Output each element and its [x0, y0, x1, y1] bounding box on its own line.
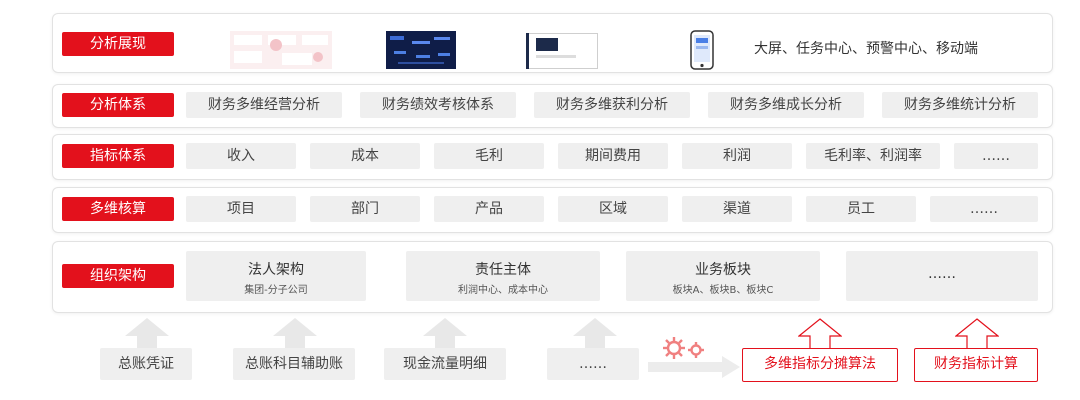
accounting-item: 员工	[806, 196, 916, 222]
org-item-responsibility: 责任主体 利润中心、成本中心	[406, 251, 600, 301]
accounting-tag: 多维核算	[62, 197, 174, 221]
accounting-item: 部门	[310, 196, 420, 222]
source-cashflow-detail: 现金流量明细	[384, 348, 506, 380]
up-arrow-outline-icon	[955, 318, 999, 350]
source-more: ……	[547, 348, 639, 380]
accounting-item: 产品	[434, 196, 544, 222]
accounting-item: 项目	[186, 196, 296, 222]
indicator-item: 期间费用	[558, 143, 668, 169]
accounting-item: ……	[930, 196, 1038, 222]
org-item-legal: 法人架构 集团-分子公司	[186, 251, 366, 301]
org-item-sub: 利润中心、成本中心	[458, 285, 548, 296]
org-item-more: ……	[846, 251, 1038, 301]
analysis-item: 财务绩效考核体系	[360, 92, 516, 118]
accounting-item: 区域	[558, 196, 668, 222]
indicator-tag: 指标体系	[62, 144, 174, 168]
org-item-title: 责任主体	[475, 262, 531, 278]
source-gl-voucher: 总账凭证	[100, 348, 192, 380]
up-arrow-icon	[423, 318, 467, 350]
org-item-segment: 业务板块 板块A、板块B、板块C	[626, 251, 820, 301]
phone-icon	[690, 30, 714, 70]
source-indicator-calc: 财务指标计算	[914, 348, 1038, 382]
org-item-sub: 板块A、板块B、板块C	[672, 285, 774, 296]
up-arrow-outline-icon	[798, 318, 842, 350]
analysis-item: 财务多维获利分析	[534, 92, 690, 118]
org-item-title: ……	[928, 266, 956, 282]
indicator-item: 利润	[682, 143, 792, 169]
indicator-item: 收入	[186, 143, 296, 169]
source-gl-auxiliary: 总账科目辅助账	[233, 348, 355, 380]
right-arrow-icon	[648, 356, 740, 378]
analysis-item: 财务多维经营分析	[186, 92, 342, 118]
dashboard-thumbnail-1	[230, 31, 332, 69]
indicator-item: 成本	[310, 143, 420, 169]
analysis-item: 财务多维统计分析	[882, 92, 1038, 118]
dashboard-thumbnail-3	[526, 33, 598, 69]
analysis-item: 财务多维成长分析	[708, 92, 864, 118]
display-tag: 分析展现	[62, 32, 174, 56]
org-item-sub: 集团-分子公司	[244, 285, 308, 296]
accounting-item: 渠道	[682, 196, 792, 222]
display-channels-text: 大屏、任务中心、预警中心、移动端	[754, 41, 978, 57]
up-arrow-icon	[273, 318, 317, 350]
dashboard-thumbnail-2	[386, 31, 456, 69]
indicator-item: 毛利率、利润率	[806, 143, 940, 169]
gear-icon	[663, 337, 704, 359]
org-tag: 组织架构	[62, 264, 174, 288]
analysis-tag: 分析体系	[62, 93, 174, 117]
org-item-title: 业务板块	[695, 262, 751, 278]
up-arrow-icon	[125, 318, 169, 350]
indicator-item: ……	[954, 143, 1038, 169]
up-arrow-icon	[573, 318, 617, 350]
indicator-item: 毛利	[434, 143, 544, 169]
org-item-title: 法人架构	[248, 262, 304, 278]
source-allocation-algorithm: 多维指标分摊算法	[742, 348, 898, 382]
